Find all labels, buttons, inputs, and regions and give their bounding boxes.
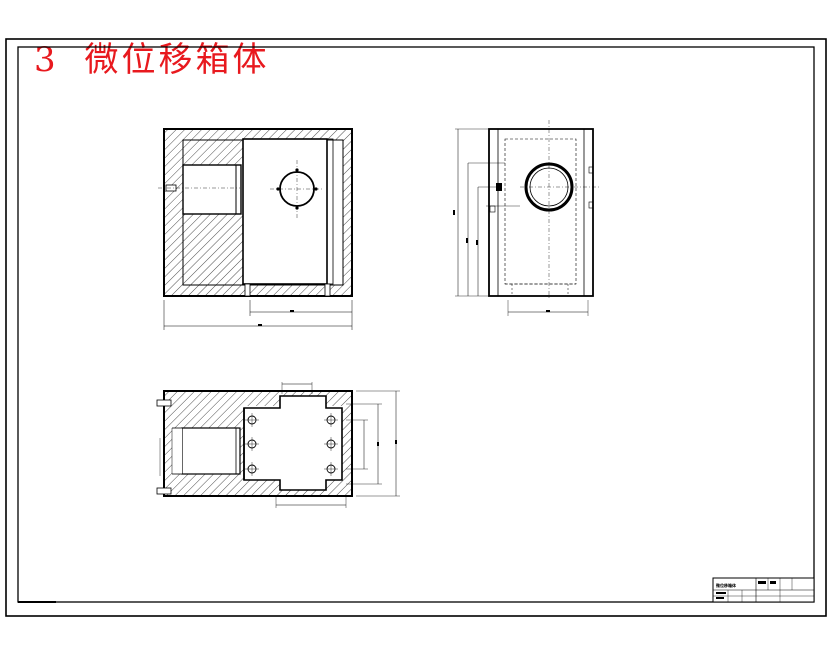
title-block-part-name: 微位移箱体 bbox=[715, 582, 737, 588]
drawing-title-number: 3 bbox=[34, 40, 59, 80]
title-block: 微位移箱体 bbox=[712, 577, 815, 603]
front-view bbox=[158, 128, 353, 330]
outer-border bbox=[5, 38, 827, 617]
inner-frame bbox=[17, 46, 815, 603]
top-view bbox=[156, 382, 400, 508]
side-view bbox=[453, 120, 600, 316]
